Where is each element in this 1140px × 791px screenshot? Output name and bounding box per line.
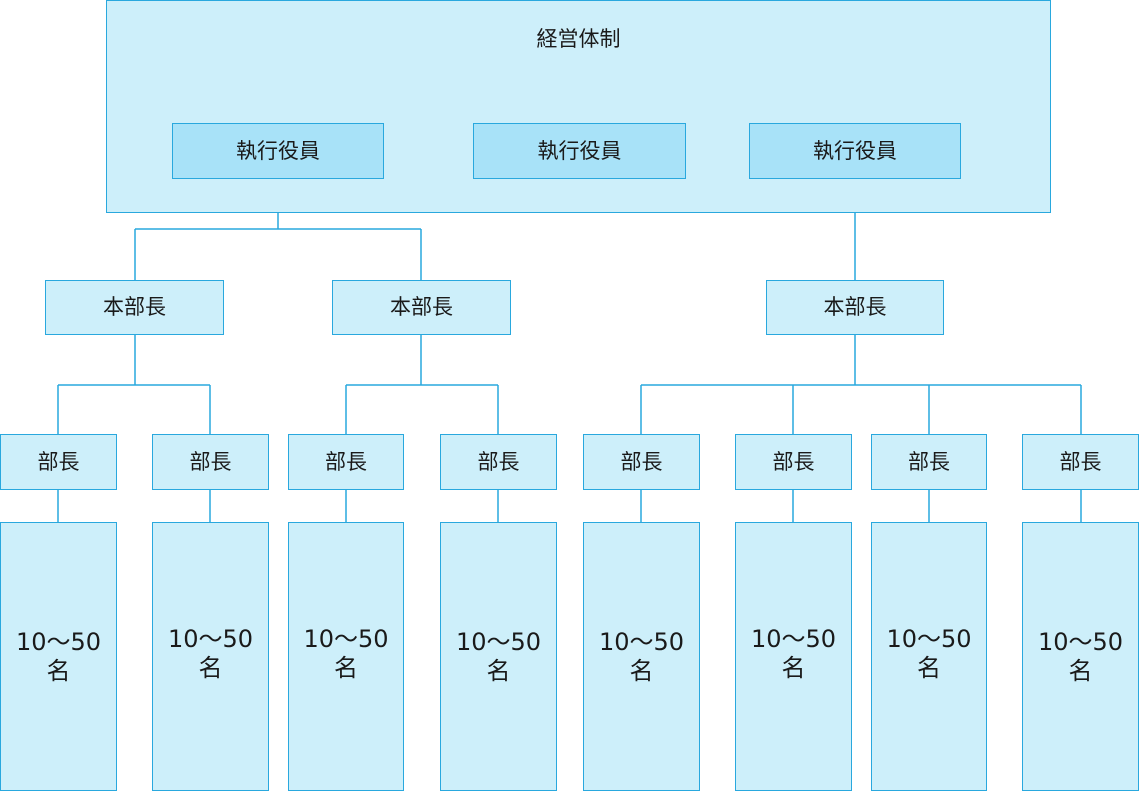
department-head-box: 部長 [0, 434, 117, 490]
staff-count: 10～50 [886, 624, 972, 653]
staff-unit: 名 [486, 656, 511, 685]
division-head-box: 本部長 [45, 280, 224, 335]
staff-group-text: 10～50 名 [299, 625, 392, 683]
division-head-label: 本部長 [390, 295, 453, 319]
staff-group-text: 10～50 名 [882, 625, 975, 683]
department-head-box: 部長 [583, 434, 700, 490]
staff-group-box: 10～50 名 [288, 522, 404, 791]
staff-unit: 名 [333, 653, 358, 682]
executive-box: 執行役員 [172, 123, 384, 179]
connector [57, 490, 1082, 522]
division-head-label: 本部長 [823, 295, 887, 319]
staff-group-box: 10～50 名 [440, 522, 557, 791]
division-head-box: 本部長 [332, 280, 511, 335]
staff-count: 10～50 [303, 624, 389, 653]
department-head-label: 部長 [189, 449, 232, 474]
executive-label: 執行役員 [236, 138, 320, 163]
staff-group-box: 10～50 名 [583, 522, 700, 791]
staff-unit: 名 [781, 653, 806, 682]
department-head-label: 部長 [620, 449, 663, 474]
department-head-label: 部長 [37, 449, 80, 474]
staff-count: 10～50 [455, 627, 542, 656]
staff-unit: 名 [198, 653, 223, 682]
staff-count: 10～50 [167, 624, 254, 653]
management-structure-title: 経営体制 [536, 27, 621, 51]
department-head-box: 部長 [152, 434, 269, 490]
executive-label: 執行役員 [537, 138, 622, 163]
department-head-box: 部長 [288, 434, 404, 490]
staff-group-text: 10～50 名 [1034, 628, 1127, 686]
staff-group-text: 10～50 名 [12, 628, 105, 686]
staff-group-box: 10～50 名 [735, 522, 852, 791]
staff-group-text: 10～50 名 [595, 628, 688, 686]
department-head-label: 部長 [1059, 449, 1102, 474]
executive-box: 執行役員 [749, 123, 961, 179]
staff-count: 10～50 [15, 627, 102, 656]
staff-group-box: 10～50 名 [1022, 522, 1139, 791]
connector [345, 335, 499, 434]
department-head-label: 部長 [477, 449, 520, 474]
department-head-box: 部長 [1022, 434, 1139, 490]
staff-unit: 名 [629, 656, 654, 685]
executive-box: 執行役員 [473, 123, 686, 179]
management-structure-box: 経営体制 [106, 0, 1051, 213]
connector [57, 335, 211, 434]
department-head-label: 部長 [908, 449, 950, 474]
department-head-label: 部長 [772, 449, 815, 474]
staff-count: 10～50 [750, 624, 837, 653]
staff-count: 10～50 [1037, 627, 1124, 656]
department-head-label: 部長 [325, 449, 367, 474]
executive-label: 執行役員 [813, 138, 897, 163]
staff-group-text: 10～50 名 [747, 625, 840, 683]
department-head-box: 部長 [871, 434, 987, 490]
staff-unit: 名 [1068, 656, 1093, 685]
staff-unit: 名 [46, 656, 71, 685]
division-head-label: 本部長 [103, 295, 166, 319]
staff-group-box: 10～50 名 [0, 522, 117, 791]
staff-group-text: 10～50 名 [452, 628, 545, 686]
staff-group-box: 10～50 名 [871, 522, 987, 791]
department-head-box: 部長 [440, 434, 557, 490]
division-head-box: 本部長 [766, 280, 944, 335]
department-head-box: 部長 [735, 434, 852, 490]
staff-group-box: 10～50 名 [152, 522, 269, 791]
staff-group-text: 10～50 名 [164, 625, 257, 683]
connector [640, 335, 1082, 434]
staff-count: 10～50 [598, 627, 685, 656]
staff-unit: 名 [916, 653, 941, 682]
